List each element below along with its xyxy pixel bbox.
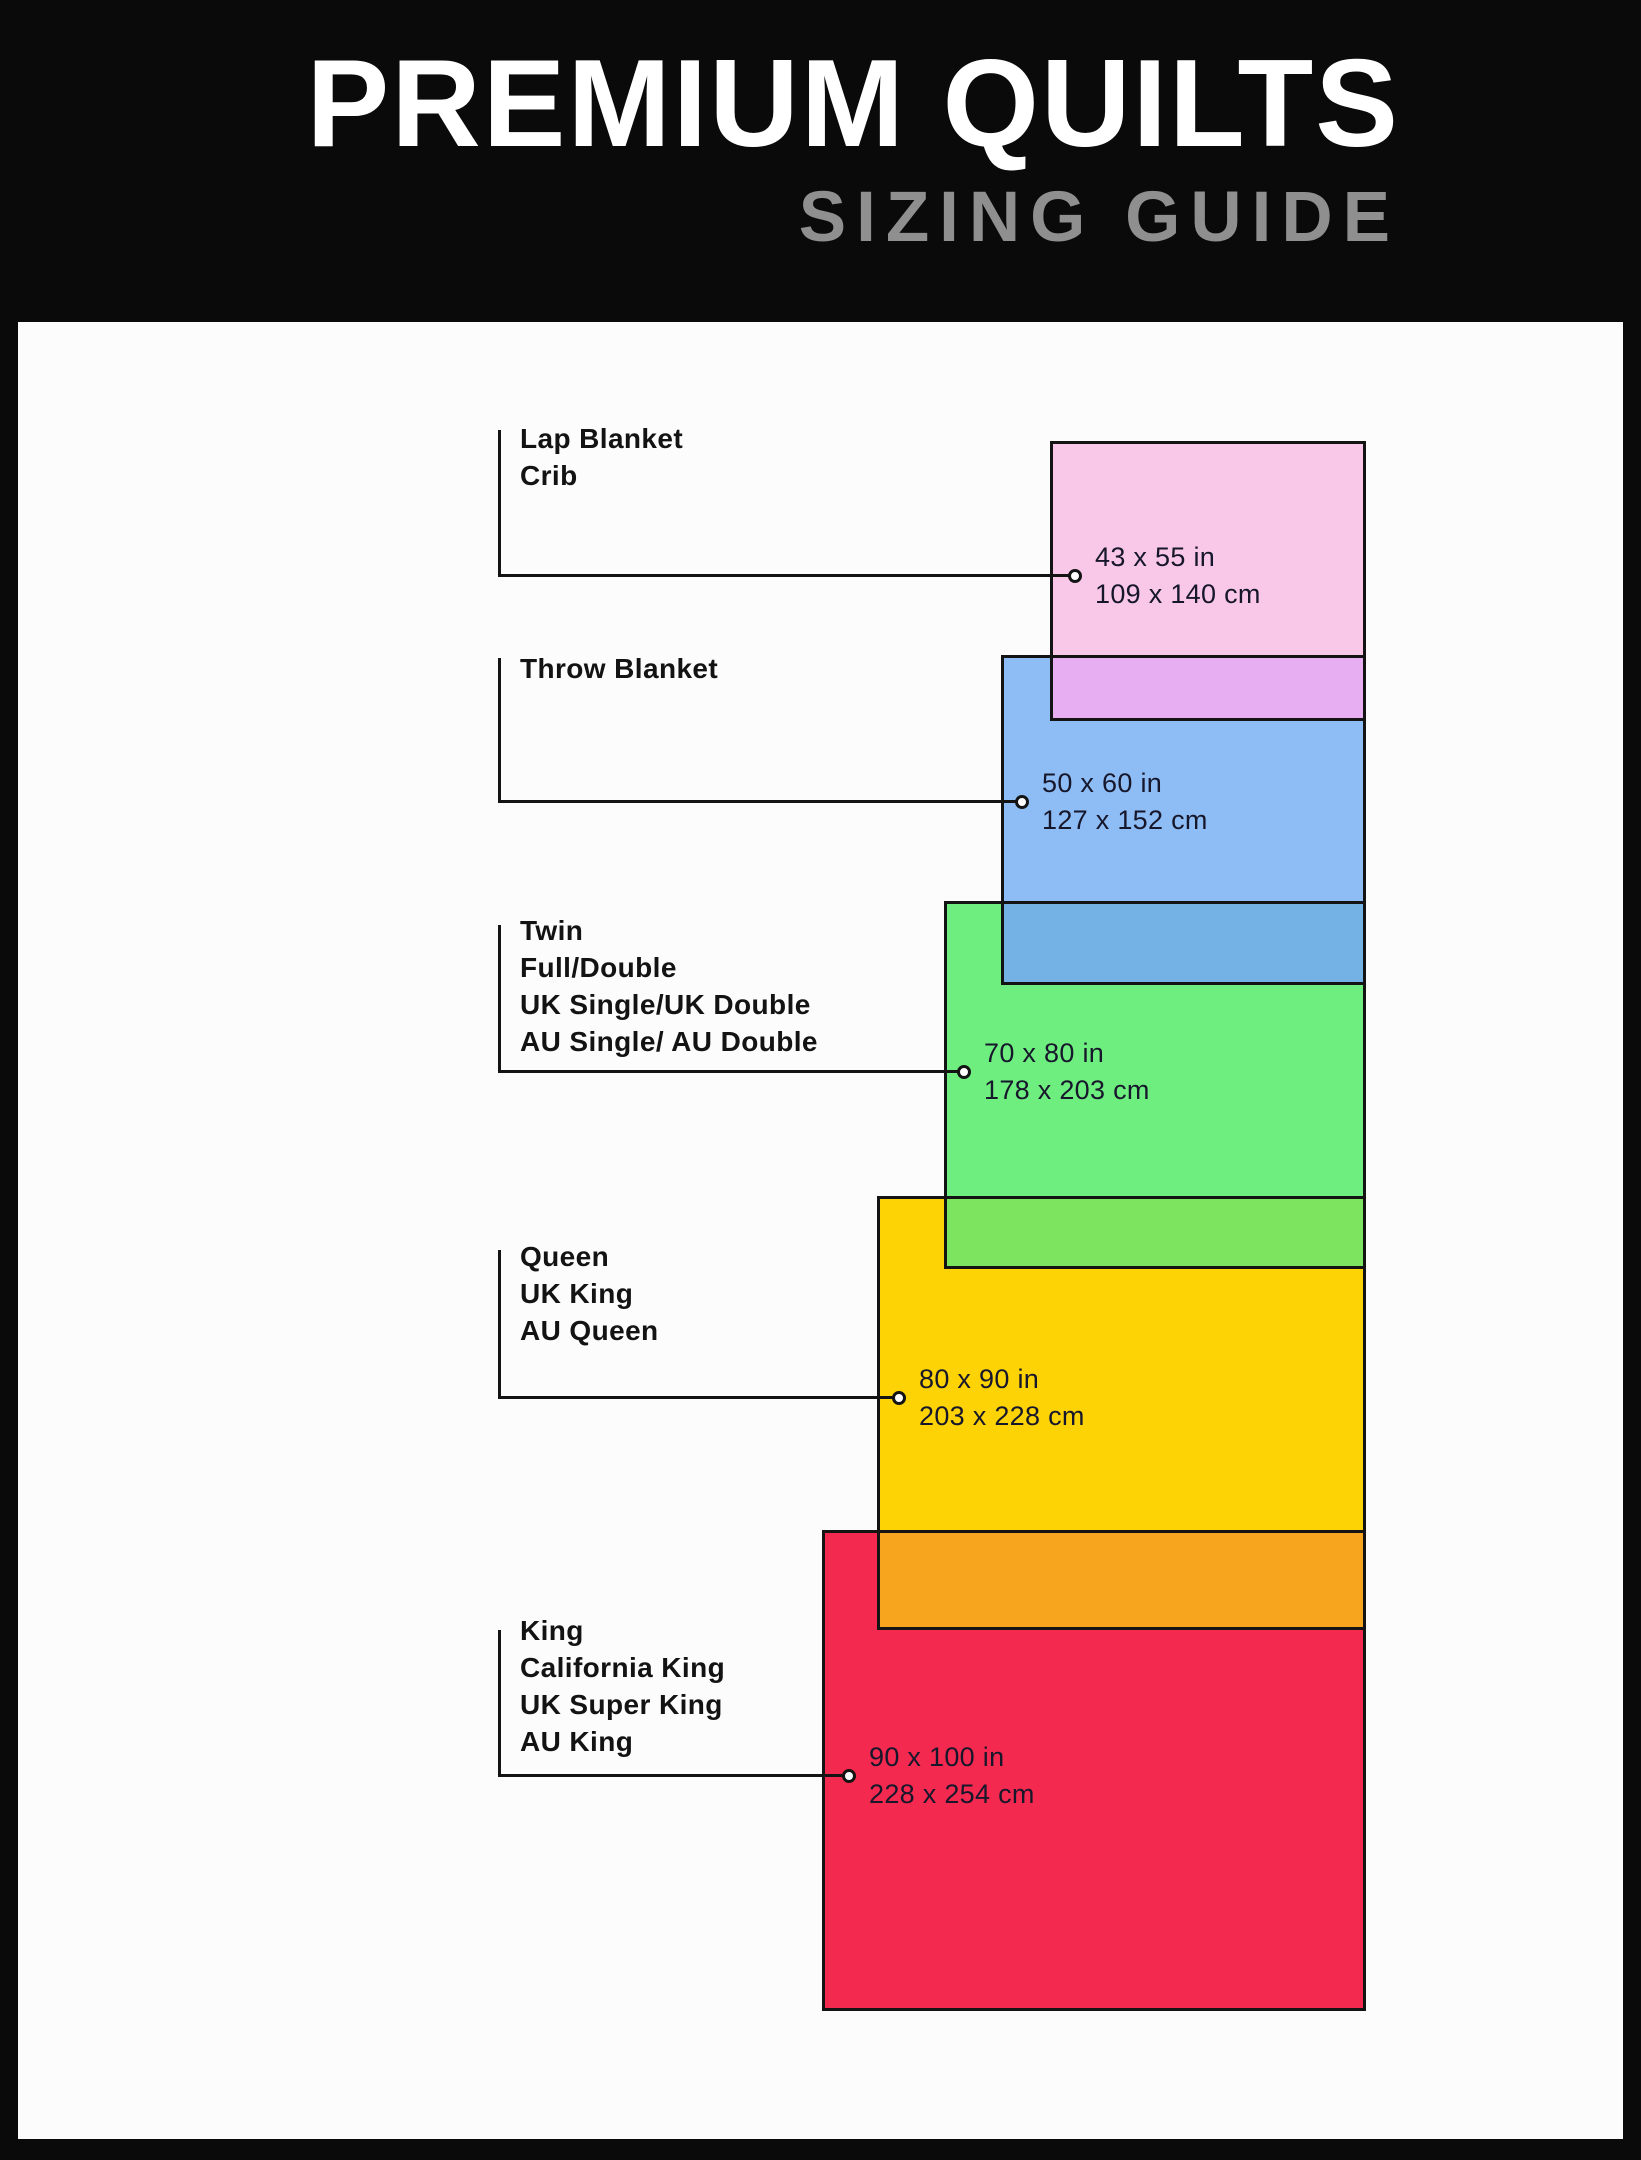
size-twin: 70 x 80 in 178 x 203 cm: [984, 1035, 1150, 1109]
label-king: King California King UK Super King AU Ki…: [520, 1612, 725, 1760]
connector-line-vertical: [498, 430, 501, 576]
size-inches: 90 x 100 in: [869, 1742, 1005, 1772]
quilt-outline-throw: [1001, 655, 1366, 985]
size-inches: 50 x 60 in: [1042, 768, 1163, 798]
size-cm: 228 x 254 cm: [869, 1779, 1035, 1809]
connector-line-vertical: [498, 658, 501, 802]
content-area: [18, 322, 1623, 2139]
quilt-outline-queen: [877, 1196, 1366, 1630]
size-king: 90 x 100 in 228 x 254 cm: [869, 1739, 1035, 1813]
overlap-queen-king: [877, 1530, 1366, 1630]
connector-dot: [1015, 795, 1029, 809]
page-title: PREMIUM QUILTS: [306, 35, 1400, 173]
label-queen: Queen UK King AU Queen: [520, 1238, 659, 1349]
connector-dot: [1068, 569, 1082, 583]
label-lap-blanket-crib: Lap Blanket Crib: [520, 420, 683, 494]
quilt-name: King: [520, 1615, 584, 1646]
quilt-outline-twin: [944, 901, 1366, 1269]
size-throw-blanket: 50 x 60 in 127 x 152 cm: [1042, 765, 1208, 839]
size-lap-blanket: 43 x 55 in 109 x 140 cm: [1095, 539, 1261, 613]
connector-line-horizontal: [498, 574, 1075, 577]
size-cm: 109 x 140 cm: [1095, 579, 1261, 609]
header: PREMIUM QUILTS SIZING GUIDE: [307, 42, 1400, 253]
connector-line-vertical: [498, 1250, 501, 1398]
connector-line-vertical: [498, 925, 501, 1072]
size-inches: 80 x 90 in: [919, 1364, 1040, 1394]
quilt-outline-king: [822, 1530, 1366, 2011]
connector-line-vertical: [498, 1630, 501, 1776]
quilt-name: Full/Double: [520, 952, 677, 983]
size-inches: 43 x 55 in: [1095, 542, 1216, 572]
connector-line-horizontal: [498, 1774, 849, 1777]
connector-dot: [842, 1769, 856, 1783]
quilt-name: Lap Blanket: [520, 423, 684, 454]
overlap-twin-queen: [944, 1196, 1366, 1269]
quilt-name: California King: [520, 1652, 726, 1683]
quilt-name: Queen: [520, 1241, 610, 1272]
overlap-lap-throw: [1050, 655, 1366, 721]
connector-dot: [892, 1391, 906, 1405]
quilt-name: UK King: [520, 1278, 634, 1309]
quilt-name: AU Queen: [520, 1315, 659, 1346]
connector-line-horizontal: [498, 800, 1022, 803]
quilt-name: AU Single/ AU Double: [520, 1026, 818, 1057]
quilt-outline-lap-blanket: [1050, 441, 1366, 721]
connector-dot: [957, 1065, 971, 1079]
quilt-name: UK Single/UK Double: [520, 989, 811, 1020]
page-subtitle: SIZING GUIDE: [798, 178, 1400, 257]
connector-line-horizontal: [498, 1396, 899, 1399]
quilt-name: Crib: [520, 460, 578, 491]
size-cm: 127 x 152 cm: [1042, 805, 1208, 835]
size-inches: 70 x 80 in: [984, 1038, 1105, 1068]
overlap-throw-twin: [1001, 901, 1366, 985]
quilt-name: Twin: [520, 915, 584, 946]
quilt-name: Throw Blanket: [520, 653, 719, 684]
size-queen: 80 x 90 in 203 x 228 cm: [919, 1361, 1085, 1435]
size-cm: 178 x 203 cm: [984, 1075, 1150, 1105]
label-twin-full-double: Twin Full/Double UK Single/UK Double AU …: [520, 912, 818, 1060]
quilt-name: UK Super King: [520, 1689, 723, 1720]
connector-line-horizontal: [498, 1070, 964, 1073]
label-throw-blanket: Throw Blanket: [520, 650, 718, 687]
size-cm: 203 x 228 cm: [919, 1401, 1085, 1431]
quilt-name: AU King: [520, 1726, 634, 1757]
